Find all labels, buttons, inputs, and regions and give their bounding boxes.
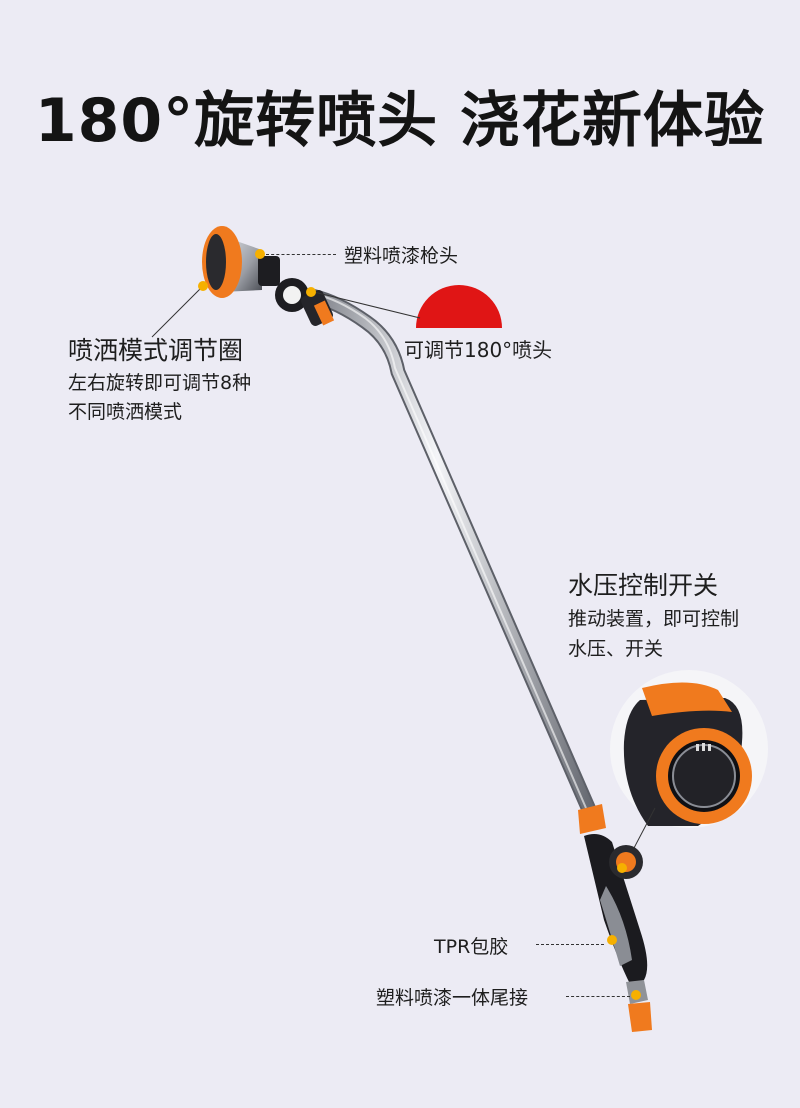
headline: 180°旋转喷头 浇花新体验 [34, 86, 766, 156]
label-tpr: TPR包胶 [434, 936, 509, 958]
label-rotate-180: 可调节180°喷头 [404, 338, 553, 362]
label-spray-ring-desc-2: 不同喷洒模式 [68, 401, 183, 423]
switch-zoom-circle [610, 670, 768, 849]
label-pressure-desc-2: 水压、开关 [568, 638, 664, 660]
label-tail: 塑料喷漆一体尾接 [376, 987, 529, 1009]
red-half-circle [416, 285, 502, 328]
handle [578, 804, 652, 1032]
tail-leader [566, 996, 630, 997]
tpr-leader [536, 944, 604, 945]
label-spray-ring-title: 喷洒模式调节圈 [68, 336, 244, 365]
nozzle-leader [266, 254, 336, 255]
label-spray-ring-desc-1: 左右旋转即可调节8种 [68, 372, 252, 394]
marker-tail [631, 990, 641, 1000]
marker-nozzle [255, 249, 265, 259]
label-pressure-title: 水压控制开关 [568, 571, 719, 600]
marker-rotate [306, 287, 316, 297]
nozzle-head [202, 226, 335, 326]
label-nozzle-head: 塑料喷漆枪头 [344, 245, 459, 267]
marker-spray-ring [198, 281, 208, 291]
label-pressure-desc-1: 推动装置，即可控制 [568, 608, 740, 630]
marker-switch [617, 863, 627, 873]
marker-tpr [607, 935, 617, 945]
